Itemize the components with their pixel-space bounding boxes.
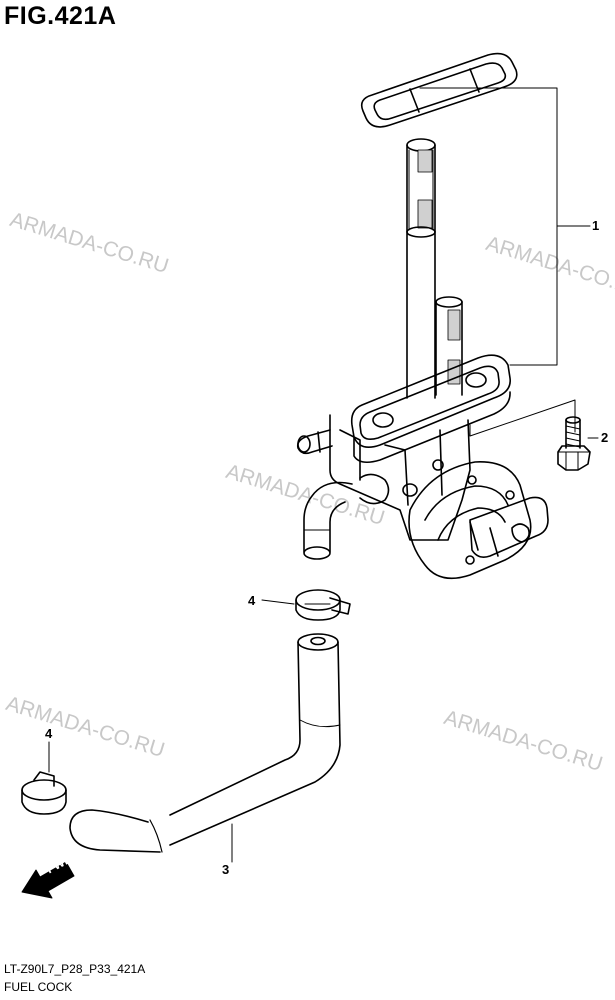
gasket-part xyxy=(360,52,518,128)
side-nipple xyxy=(296,429,333,455)
leader-1 xyxy=(419,87,591,366)
mounting-flange xyxy=(350,354,511,464)
figure-title: FIG.421A xyxy=(4,2,117,30)
lever-knob xyxy=(469,496,549,558)
callout-4-upper[interactable]: 4 xyxy=(248,593,256,608)
callout-3[interactable]: 3 xyxy=(222,862,230,877)
clamp-lower xyxy=(21,741,67,815)
figure-caption: FUEL COCK xyxy=(4,980,73,994)
callout-4-lower[interactable]: 4 xyxy=(45,726,53,741)
valve-body xyxy=(329,414,471,541)
outlet-nozzle xyxy=(303,481,353,560)
screw-part xyxy=(557,416,591,471)
fuel-hose xyxy=(69,633,341,863)
clamp-upper xyxy=(261,589,351,621)
tall-pipe xyxy=(406,138,436,399)
fwd-arrow-icon xyxy=(21,861,75,899)
leader-2 xyxy=(469,399,599,439)
callout-2[interactable]: 2 xyxy=(601,430,609,445)
callout-1[interactable]: 1 xyxy=(592,218,600,233)
model-code: LT-Z90L7_P28_P33_421A xyxy=(4,962,146,976)
